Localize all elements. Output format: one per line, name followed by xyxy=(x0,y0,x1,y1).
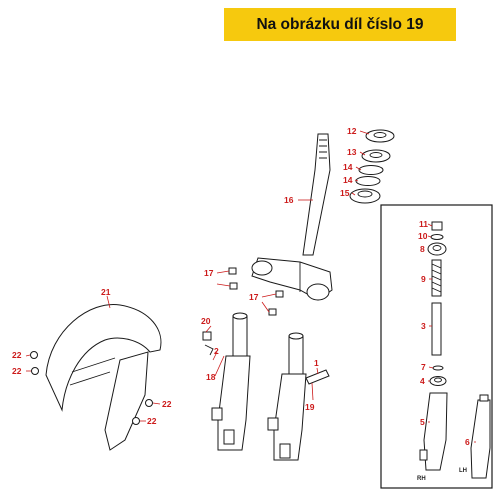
fork-clamp-20[interactable] xyxy=(202,331,214,356)
callout-22-c: 22 xyxy=(162,399,172,409)
callout-22-a: 22 xyxy=(12,350,22,360)
oil-seal-4[interactable] xyxy=(429,376,447,386)
callout-14-b: 14 xyxy=(343,175,353,185)
callout-3: 3 xyxy=(421,321,426,331)
callout-11: 11 xyxy=(419,219,428,229)
front-fender[interactable] xyxy=(45,303,162,451)
o-ring-10[interactable] xyxy=(430,234,444,240)
fork-leg-right[interactable] xyxy=(267,332,307,461)
callout-7: 7 xyxy=(421,362,426,372)
fork-detail-box xyxy=(380,204,493,489)
bearing-cone-15[interactable] xyxy=(349,188,381,204)
part-number-banner: Na obrázku díl číslo 19 xyxy=(224,8,456,41)
ball-race-14-b[interactable] xyxy=(355,176,381,186)
callout-12: 12 xyxy=(347,126,357,136)
callout-5: 5 xyxy=(420,417,425,427)
callout-10: 10 xyxy=(418,231,428,241)
fork-spring-9[interactable] xyxy=(431,259,442,297)
bearing-washer-13[interactable] xyxy=(361,149,391,163)
fork-leg-left[interactable] xyxy=(211,312,251,451)
damper-rod-3[interactable] xyxy=(431,302,442,356)
callout-22-d: 22 xyxy=(147,416,157,426)
leader-lines xyxy=(25,130,476,443)
lh-label: LH xyxy=(459,468,467,474)
callout-4: 4 xyxy=(420,376,425,386)
ball-race-14-a[interactable] xyxy=(358,165,384,175)
callout-18: 18 xyxy=(206,372,216,382)
callout-labels: 12 13 14 14 15 16 17 17 21 22 22 22 22 2… xyxy=(12,126,470,447)
steering-stem[interactable] xyxy=(251,133,333,301)
callout-17-b: 17 xyxy=(249,292,259,302)
outer-tube-rh-5[interactable] xyxy=(419,392,448,471)
callout-22-b: 22 xyxy=(12,366,22,376)
hose-guide-19[interactable] xyxy=(305,369,330,385)
callout-16: 16 xyxy=(284,195,294,205)
fender-screw-22-b[interactable] xyxy=(31,367,39,375)
callout-14-a: 14 xyxy=(343,162,353,172)
bolt-17-a[interactable] xyxy=(228,267,238,290)
bolt-17-b[interactable] xyxy=(268,290,284,316)
callout-9: 9 xyxy=(421,274,426,284)
callout-15: 15 xyxy=(340,188,350,198)
callout-21: 21 xyxy=(101,287,111,297)
outer-tube-lh-6[interactable] xyxy=(470,394,491,479)
callout-19: 19 xyxy=(305,402,315,412)
callout-13: 13 xyxy=(347,147,357,157)
callout-6: 6 xyxy=(465,437,470,447)
rh-label: RH xyxy=(417,476,426,482)
bearing-nut-12[interactable] xyxy=(365,129,395,143)
fender-screw-22-c[interactable] xyxy=(145,399,153,407)
washer-7[interactable] xyxy=(432,365,444,371)
callout-20: 20 xyxy=(201,316,211,326)
callout-8: 8 xyxy=(420,244,425,254)
banner-text: Na obrázku díl číslo 19 xyxy=(256,15,424,33)
callout-17-a: 17 xyxy=(204,268,214,278)
callout-2: 2 xyxy=(214,346,219,356)
fender-screw-22-d[interactable] xyxy=(132,417,140,425)
callout-1: 1 xyxy=(314,358,319,368)
fork-cap-11[interactable] xyxy=(431,221,443,231)
seal-8[interactable] xyxy=(427,242,447,256)
fender-screw-22-a[interactable] xyxy=(30,351,38,359)
